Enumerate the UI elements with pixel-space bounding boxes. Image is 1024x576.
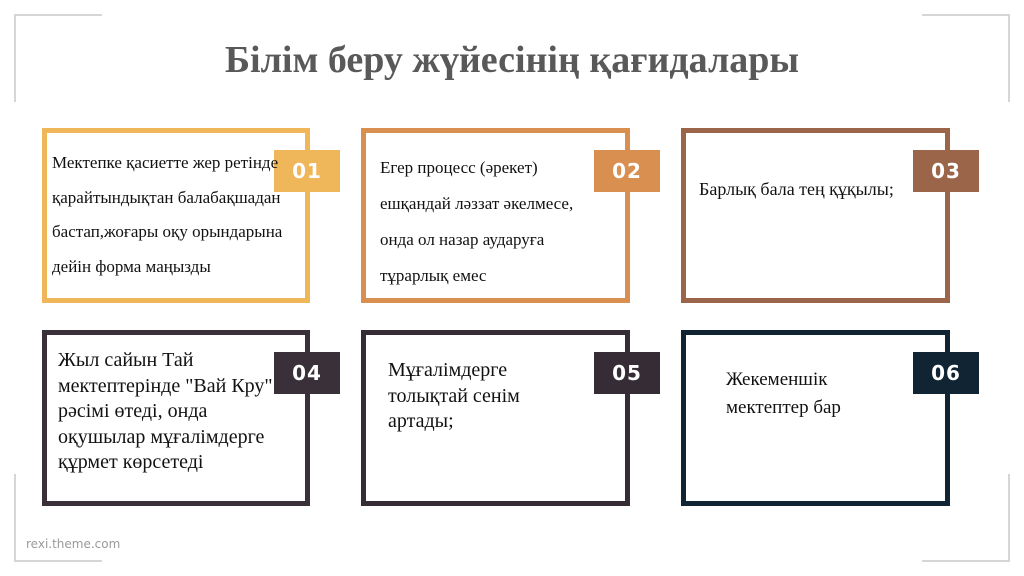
card-03 [681,128,950,303]
card-06-number-badge: 06 [913,352,979,394]
card-06 [681,330,950,506]
card-05-text: Мұғалімдерге толықтай сенім артады; [388,359,520,432]
card-05 [361,330,630,506]
corner-frame-bottom-right [922,474,1010,562]
card-01-text: Мектепке қасиетте жер ретінде қарайтынды… [52,153,283,276]
card-01 [42,128,310,303]
slide-title: Білім беру жүйесінің қағидалары [224,39,800,81]
card-01-number-badge: 01 [274,150,340,192]
card-02-text: Егер процесс (әрекет) ешқандай ләззат әк… [380,158,574,285]
card-06-text: Жекеменшік мектептер бар [726,369,841,418]
card-02-number-badge: 02 [594,150,660,192]
card-03-number-badge: 03 [913,150,979,192]
card-02 [361,128,630,303]
card-04 [42,330,310,506]
card-03-text: Барлық бала тең құқылы; [699,179,894,199]
card-05-number-badge: 05 [594,352,660,394]
card-04-text: Жыл сайын Тай мектептерінде "Вай Кру" рә… [58,349,273,473]
card-04-number-badge: 04 [274,352,340,394]
corner-frame-top-right [922,14,1010,102]
corner-frame-top-left [14,14,102,102]
corner-frame-bottom-left [14,474,102,562]
footer-website: rexi.theme.com [26,537,121,551]
